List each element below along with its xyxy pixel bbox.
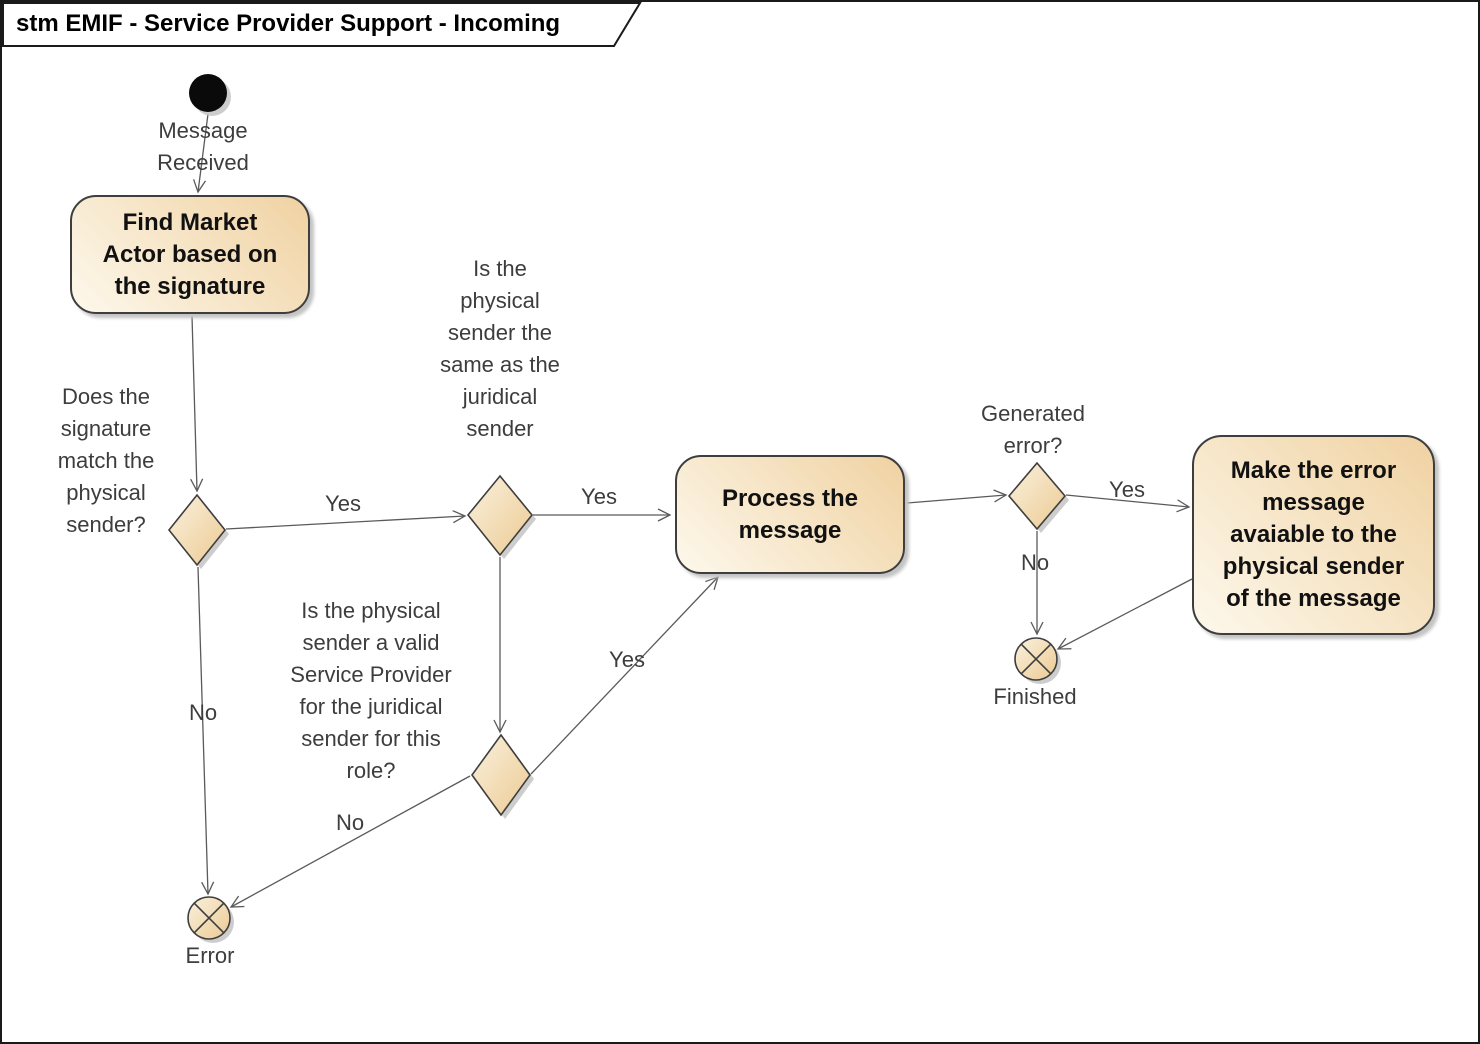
final-finished-x-icon: [1020, 643, 1052, 675]
edge-generated-yes: [1065, 494, 1191, 513]
initial-node-label: Message Received: [157, 118, 249, 175]
decision-question-signature-match: Does the signature match the physical se…: [57, 384, 155, 537]
decision-question-valid-service-provider: Is the physical sender a valid Service P…: [290, 598, 452, 783]
edge-valid-yes-to-process: [530, 575, 720, 775]
edge-process-to-generated-decision: [906, 489, 1008, 504]
edge-label-valid-yes: Yes: [609, 647, 645, 672]
final-error-label: Error: [185, 943, 235, 968]
decision-question-same-sender: Is the physical sender the same as the j…: [440, 256, 560, 441]
action-find-market-actor: Find Market Actor based on the signature: [70, 195, 310, 314]
edge-find-market-to-signature-decision: [190, 315, 204, 493]
edge-signature-yes: [225, 510, 467, 530]
diagram-title-tab: [2, 2, 642, 47]
final-error-x-icon: [193, 902, 225, 934]
edge-signature-no-to-error: [197, 566, 215, 896]
edge-start-to-find-market: [192, 113, 209, 194]
edge-label-generated-yes: Yes: [1109, 477, 1145, 502]
edge-make-error-to-finished: [1056, 578, 1193, 650]
edge-label-signature-yes: Yes: [325, 491, 361, 516]
action-process-message: Process the message: [675, 455, 905, 574]
decision-same-sender: [466, 474, 534, 557]
diagram-title: stm EMIF - Service Provider Support - In…: [16, 10, 561, 37]
edge-valid-no-to-error: [229, 775, 471, 908]
decision-signature-match: [167, 493, 227, 567]
edge-label-signature-no: No: [188, 700, 218, 725]
decision-valid-service-provider: [471, 733, 531, 817]
edge-label-valid-no: No: [335, 810, 365, 835]
edge-label-same-yes: Yes: [581, 484, 617, 509]
edge-label-generated-no: No: [1020, 550, 1050, 575]
decision-generated-error: [1007, 461, 1067, 531]
decision-question-generated-error: Generated error?: [981, 401, 1085, 458]
final-finished-label: Finished: [993, 684, 1077, 709]
initial-node: [189, 74, 227, 112]
action-make-error-available: Make the error message avaiable to the p…: [1192, 435, 1435, 635]
